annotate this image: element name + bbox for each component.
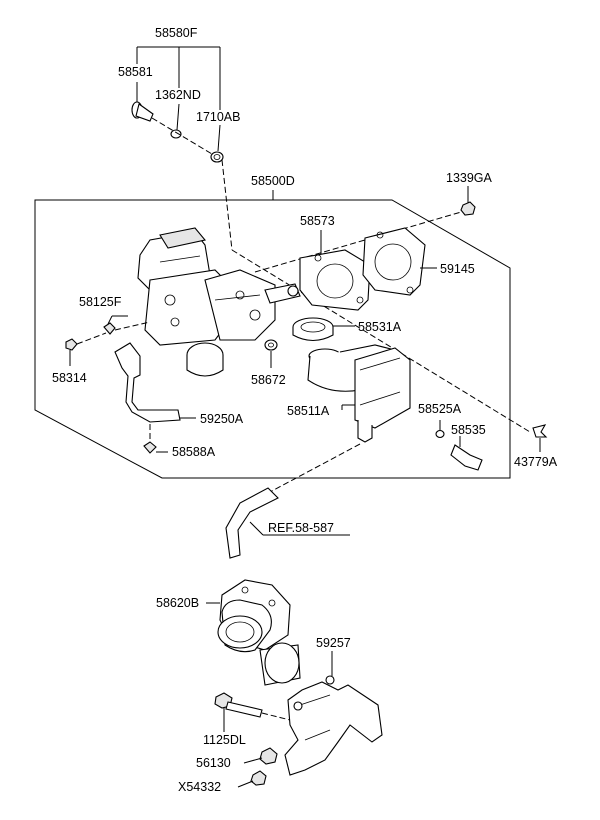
clip-43779a — [532, 424, 548, 452]
gasket-58573 — [299, 230, 371, 311]
label-58531a: 58531A — [358, 320, 402, 334]
label-58581: 58581 — [118, 65, 153, 79]
cap-58531a — [292, 317, 355, 342]
kit-bracket-58580f — [136, 46, 221, 110]
label-58588a: 58588A — [172, 445, 216, 459]
bolt-1125dl — [214, 692, 291, 732]
reservoir-58511a — [307, 344, 411, 443]
label-58573: 58573 — [300, 214, 335, 228]
washer-58672 — [264, 339, 278, 368]
label-58580f: 58580F — [155, 26, 198, 40]
label-1339ga: 1339GA — [446, 171, 493, 185]
label-58535: 58535 — [451, 423, 486, 437]
label-43779a: 43779A — [514, 455, 558, 469]
label-x54332: X54332 — [178, 780, 221, 794]
label-ref-58-587: REF.58-587 — [268, 521, 334, 535]
label-1362nd: 1362ND — [155, 88, 201, 102]
label-58525a: 58525A — [418, 402, 462, 416]
label-1710ab: 1710AB — [196, 110, 240, 124]
nut-x54332 — [237, 770, 267, 788]
screw-58588a — [143, 424, 168, 454]
label-58500d: 58500D — [251, 174, 295, 188]
label-58620b: 58620B — [156, 596, 199, 610]
nut-1339ga — [460, 186, 476, 216]
gasket-59145 — [362, 227, 437, 296]
pump-unit — [137, 227, 301, 377]
label-58511a: 58511A — [287, 404, 330, 418]
label-59257: 59257 — [316, 636, 351, 650]
label-58314: 58314 — [52, 371, 87, 385]
label-58672: 58672 — [251, 373, 286, 387]
label-58125f: 58125F — [79, 295, 122, 309]
bracket-59257 — [284, 651, 383, 776]
actuator-58620b — [206, 579, 301, 686]
assembly-box-58500d — [34, 190, 511, 479]
clip-1710ab — [210, 124, 224, 163]
fitting-58535 — [450, 436, 483, 471]
pin-58581 — [131, 82, 154, 122]
washer-58525a — [435, 420, 445, 439]
nut-56130 — [243, 747, 278, 765]
bolt-58125f — [103, 315, 128, 335]
washer-1362nd — [170, 103, 182, 139]
label-1125dl: 1125DL — [203, 733, 246, 747]
bracket-59250a — [114, 342, 196, 423]
label-59250a: 59250A — [200, 412, 244, 426]
hose-ref-58-587 — [225, 487, 350, 559]
label-59145: 59145 — [440, 262, 475, 276]
nut-58314 — [65, 338, 78, 366]
label-56130: 56130 — [196, 756, 231, 770]
